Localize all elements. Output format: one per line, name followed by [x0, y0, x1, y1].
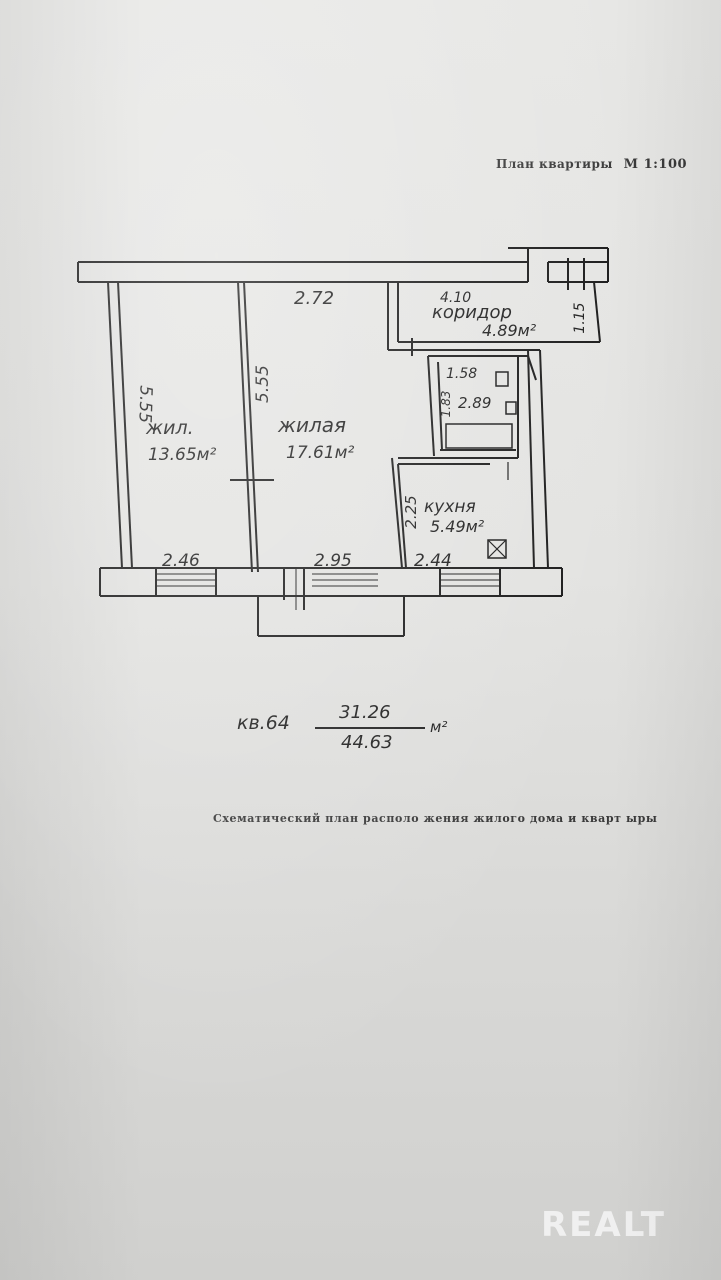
plan-walls: [77, 247, 609, 637]
kitchen-width: 2.44: [414, 551, 452, 571]
room-1-width: 2.46: [162, 551, 200, 571]
realt-logo: REALT: [541, 1205, 666, 1245]
total-area: 44.63: [341, 732, 393, 753]
corridor-width: 1.15: [572, 302, 588, 333]
corridor-area: 4.89м²: [482, 321, 537, 340]
kitchen-name: кухня: [424, 497, 476, 517]
room-2-width: 2.95: [314, 551, 352, 571]
plan-header: План квартиры М 1:100: [496, 157, 687, 172]
room-2-name: жилая: [277, 413, 346, 437]
bathroom-width: 1.83: [439, 391, 453, 418]
kitchen-area: 5.49м²: [430, 517, 485, 536]
plan-title: План квартиры: [496, 157, 613, 171]
room-1-name: жил.: [145, 417, 194, 439]
room-1-area: 13.65м²: [148, 445, 216, 465]
apartment-number: кв.64: [237, 712, 290, 734]
bathroom-length: 1.58: [446, 366, 477, 382]
kitchen-depth: 2.25: [402, 495, 420, 528]
room-2-depth: 5.55: [253, 365, 273, 403]
room-2-top-width: 2.72: [294, 288, 334, 309]
living-area: 31.26: [339, 702, 391, 723]
bathroom-area: 2.89: [458, 394, 491, 412]
area-summary: кв.64 31.26 44.63 м²: [237, 702, 477, 762]
footer-caption: Схематический план располо жения жилого …: [213, 812, 658, 825]
area-unit: м²: [430, 718, 448, 736]
room-1-depth: 5.55: [134, 385, 155, 424]
corridor-length: 4.10: [440, 290, 471, 306]
room-2-area: 17.61м²: [286, 443, 354, 463]
plan-scale: М 1:100: [623, 157, 688, 172]
fraction-line: [315, 727, 425, 729]
corridor-name: коридор: [432, 302, 512, 323]
